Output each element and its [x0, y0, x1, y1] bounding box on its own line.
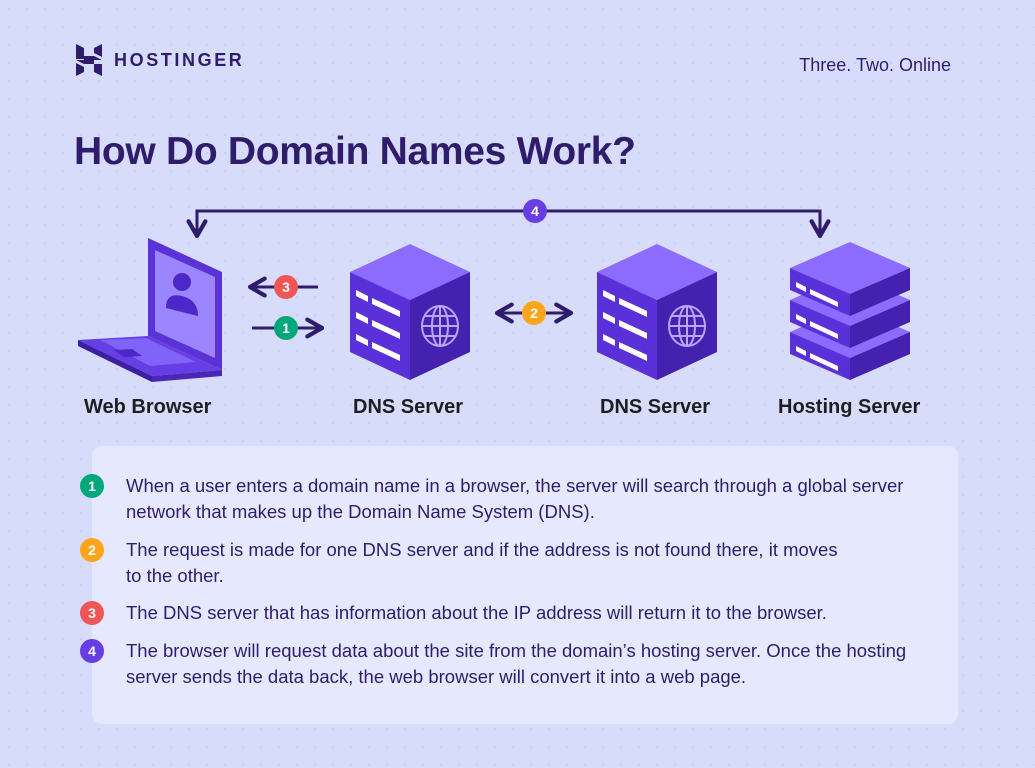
- arrow-2-number: 2: [530, 305, 538, 321]
- arrow-3-number: 3: [282, 279, 290, 295]
- laptop-icon: [78, 238, 222, 382]
- step-badge-3: 3: [80, 601, 104, 625]
- hostinger-logo-icon: [76, 44, 102, 76]
- step-item: 1 When a user enters a domain name in a …: [80, 473, 946, 525]
- brand-name: HOSTINGER: [114, 49, 245, 70]
- node-label-web-browser: Web Browser: [84, 396, 212, 418]
- steps-panel: [92, 446, 958, 724]
- step-item: 3 The DNS server that has information ab…: [80, 600, 946, 626]
- dns-server-icon: [350, 244, 470, 380]
- step-text: The DNS server that has information abou…: [126, 602, 827, 623]
- dns-server-icon: [597, 244, 717, 380]
- step-text: The browser will request data about the …: [126, 640, 907, 687]
- node-label-dns-server-1: DNS Server: [353, 396, 464, 418]
- step-item: 2 The request is made for one DNS server…: [80, 537, 846, 589]
- step-badge-4: 4: [80, 639, 104, 663]
- dns-flow-diagram: 4 3 1: [78, 199, 910, 382]
- arrow-4: 4: [186, 199, 831, 239]
- node-label-hosting-server: Hosting Server: [778, 396, 921, 418]
- arrow-2: 2: [494, 301, 574, 325]
- arrow-1: 1: [252, 316, 325, 340]
- step-badge-1: 1: [80, 474, 104, 498]
- page-title: How Do Domain Names Work?: [74, 130, 636, 173]
- node-label-dns-server-2: DNS Server: [600, 396, 711, 418]
- step-text: The request is made for one DNS server a…: [126, 539, 838, 586]
- brand-tagline: Three. Two. Online: [799, 55, 951, 75]
- step-item: 4 The browser will request data about th…: [80, 638, 946, 690]
- arrow-3: 3: [247, 275, 318, 299]
- brand-logo[interactable]: HOSTINGER: [76, 44, 244, 76]
- server-stack-icon: [790, 242, 910, 380]
- arrow-1-number: 1: [282, 320, 290, 336]
- step-text: When a user enters a domain name in a br…: [126, 475, 904, 522]
- arrow-4-number: 4: [531, 203, 539, 219]
- step-badge-2: 2: [80, 538, 104, 562]
